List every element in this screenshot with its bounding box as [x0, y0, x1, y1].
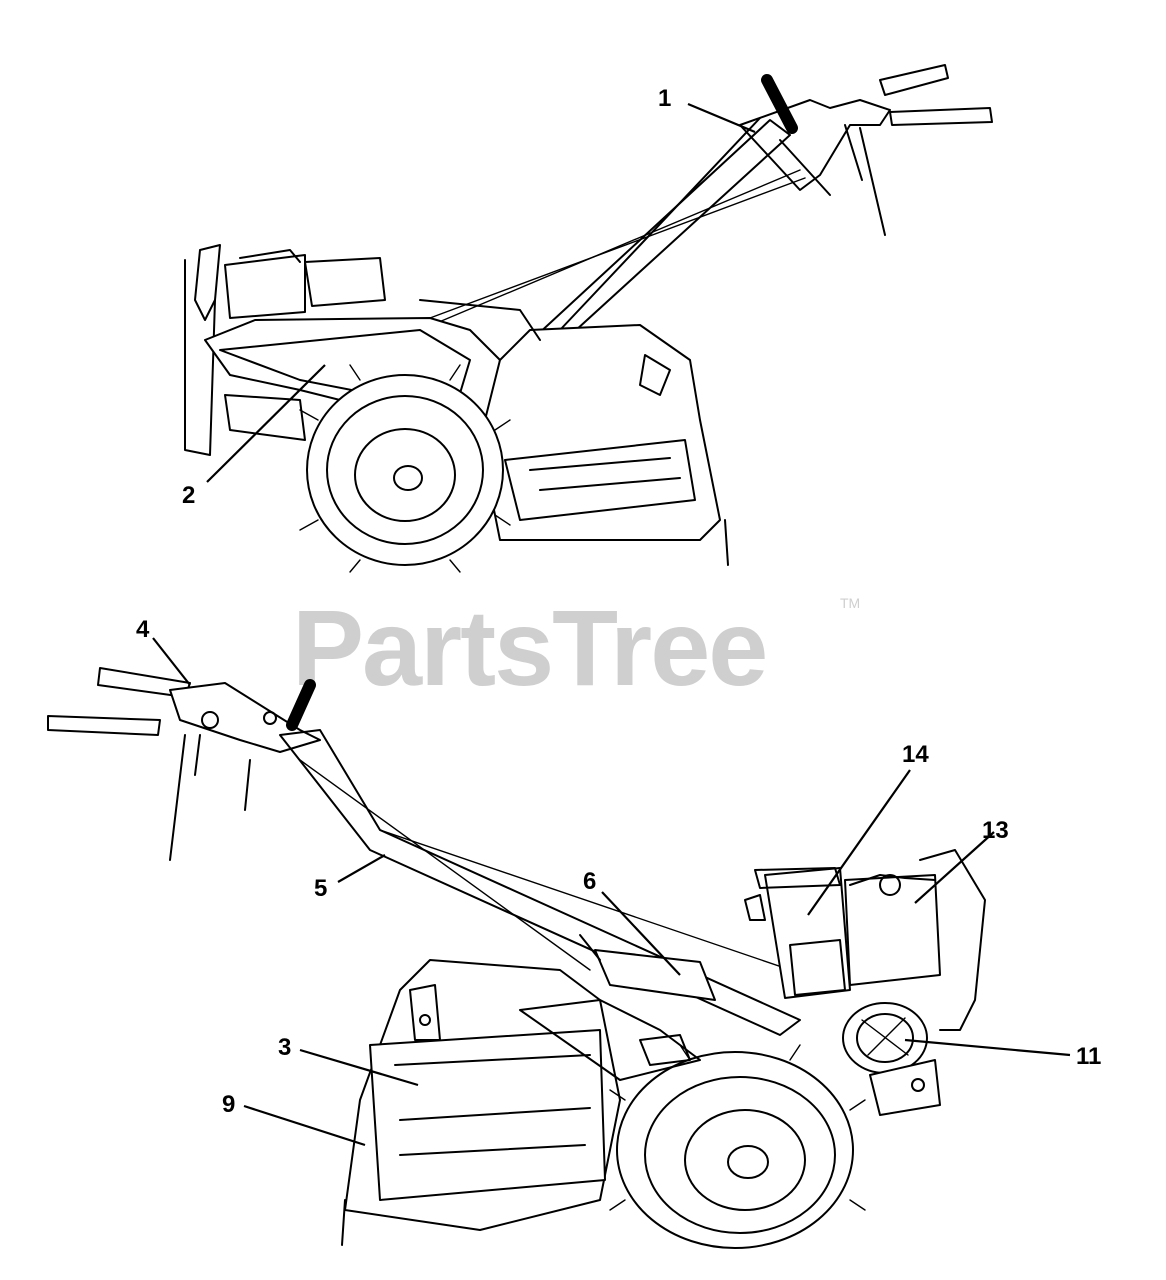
callout-labels: 1 2 4 5 6 14 13 3 9 11 [136, 85, 1101, 1118]
leader-9 [243, 1104, 366, 1147]
leader-5 [337, 854, 386, 883]
callout-13: 13 [982, 817, 1009, 844]
leader-3 [299, 1048, 419, 1087]
handle-grip [761, 74, 798, 134]
callout-9: 9 [222, 1091, 235, 1118]
wheel-lower [609, 1044, 866, 1249]
handle-grip-lower [286, 679, 316, 731]
tiller-side-view [184, 64, 993, 573]
callout-6: 6 [583, 868, 596, 895]
callout-leaders [152, 102, 1071, 1147]
control-lever [594, 949, 716, 1001]
tiller-opposite-view [47, 667, 986, 1249]
callout-2: 2 [182, 482, 195, 509]
callout-5: 5 [314, 875, 327, 902]
leader-1 [687, 102, 756, 134]
leader-14 [807, 769, 911, 916]
watermark-text: PartsTree [292, 587, 766, 708]
engine-block [184, 244, 386, 456]
callout-1: 1 [658, 85, 671, 112]
wheel [299, 364, 511, 573]
leader-6 [601, 891, 681, 976]
leader-13 [914, 831, 995, 904]
watermark-trademark: TM [840, 595, 860, 611]
callout-14: 14 [902, 741, 929, 768]
leader-4 [152, 637, 191, 686]
handle-beam [279, 729, 801, 1036]
callout-3: 3 [278, 1034, 291, 1061]
leader-2 [206, 364, 326, 483]
handlebar-assembly-lower [47, 667, 321, 861]
callout-11: 11 [1076, 1043, 1101, 1070]
leader-11 [904, 1038, 1071, 1057]
callout-4: 4 [136, 616, 150, 643]
